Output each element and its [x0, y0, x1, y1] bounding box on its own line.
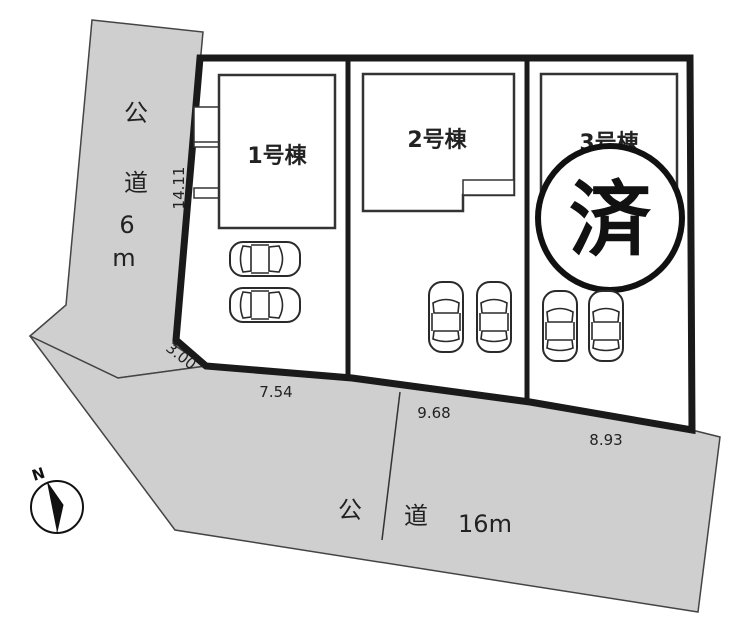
- north-arrow-needle-dark: [47, 482, 63, 532]
- dimension-lot1-frontage: 7.54: [259, 383, 292, 401]
- building-2-step: [462, 179, 515, 196]
- dimension-lot3-frontage: 8.93: [589, 431, 622, 449]
- south-road: [29, 335, 721, 613]
- north-arrow-label: N: [30, 464, 48, 485]
- car-icon: [476, 281, 512, 353]
- parking-cars: [229, 241, 624, 362]
- dimension-lot2-frontage: 9.68: [417, 404, 450, 422]
- building-1-step: [193, 187, 221, 199]
- west-road-char-4: m: [112, 244, 135, 272]
- west-road-char-1: 公: [124, 99, 148, 127]
- car-icon: [542, 290, 578, 362]
- car-icon: [229, 241, 301, 277]
- building-1-footprint: [217, 73, 337, 230]
- car-icon: [588, 290, 624, 362]
- south-road-char-2: 道: [404, 502, 428, 530]
- leader-line: [381, 391, 401, 541]
- sold-stamp: 済: [535, 143, 685, 293]
- building-2: 2号棟: [361, 72, 516, 213]
- west-road-char-3: 6: [119, 211, 134, 239]
- dimension-west-side: 14.11: [170, 167, 188, 210]
- sold-stamp-label: 済: [569, 173, 652, 268]
- south-road-char-1: 公: [338, 496, 362, 524]
- west-road-char-2: 道: [124, 169, 148, 197]
- car-icon: [229, 287, 301, 323]
- building-1: 1号棟: [193, 73, 337, 230]
- building-2-label: 2号棟: [407, 127, 467, 153]
- building-1-porch: [193, 106, 221, 148]
- north-arrow-needle-light: [46, 481, 64, 533]
- north-arrow: N: [30, 464, 84, 534]
- building-1-label: 1号棟: [247, 143, 307, 169]
- car-icon: [428, 281, 464, 353]
- subdivision-boundary: [172, 54, 696, 435]
- south-road-char-3: 16m: [458, 510, 512, 538]
